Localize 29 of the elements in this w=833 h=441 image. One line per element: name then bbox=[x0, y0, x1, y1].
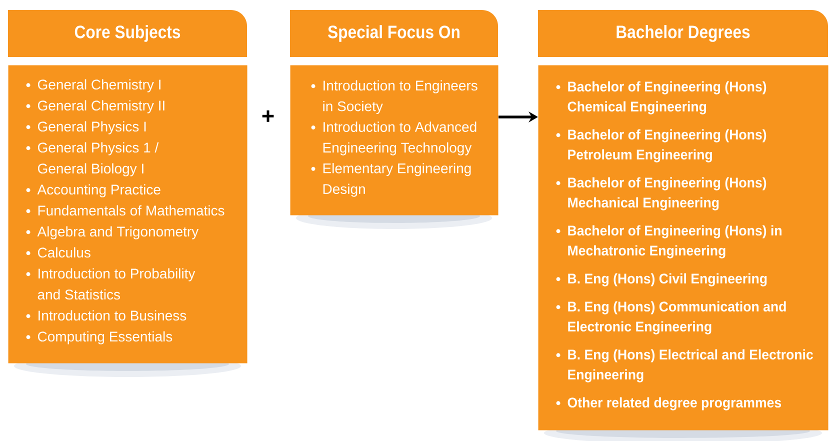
list-item: Other related degree programmes bbox=[568, 397, 782, 410]
list-item: Introduction to Business bbox=[38, 310, 186, 321]
header-box: Core Subjects bbox=[8, 10, 247, 57]
list-item: Bachelor of Engineering (Hons) in Mechatronic Engineering bbox=[568, 225, 782, 258]
list-item: Bachelor of Engineering (Hons) Mechanical Engineering bbox=[568, 177, 766, 210]
list-item: General Chemistry II bbox=[38, 100, 164, 114]
list-item: General Chemistry I bbox=[38, 79, 160, 92]
list-item: General Physics I bbox=[38, 121, 146, 134]
list-item: B. Eng (Hons) Civil Engineering bbox=[568, 273, 767, 286]
list-box bbox=[290, 65, 498, 216]
list-item: Introduction to Engineers in Society bbox=[323, 80, 478, 114]
list-item: Introduction to Probability and Statistics bbox=[38, 268, 196, 300]
plus-sign: + bbox=[262, 110, 274, 122]
list-item: Bachelor of Engineering (Hons) Chemical Engineering bbox=[568, 81, 766, 114]
list-box bbox=[8, 65, 248, 364]
list-item: Calculus bbox=[38, 247, 90, 258]
list-item: Introduction to Advanced Engineering Technology bbox=[323, 122, 476, 156]
list-item: General Physics 1 / General Biology I bbox=[38, 142, 159, 176]
list-item: B. Eng (Hons) Electrical and Electronic Engineering bbox=[568, 349, 813, 382]
list-box bbox=[538, 65, 828, 430]
list-item: Bachelor of Engineering (Hons) Petroleum Engineering bbox=[568, 129, 766, 162]
list-item: Elementary Engineering Design bbox=[323, 163, 471, 197]
list-item: Computing Essentials bbox=[38, 331, 172, 344]
header-box: Bachelor Degrees bbox=[538, 10, 828, 57]
list-item: Accounting Practice bbox=[37, 184, 160, 198]
header-box: Special Focus On bbox=[290, 10, 498, 57]
list-item: B. Eng (Hons) Communication and Electronic Engineering bbox=[568, 301, 786, 334]
list-item: Algebra and Trigonometry bbox=[37, 226, 199, 240]
list-item: Fundamentals of Mathematics bbox=[38, 205, 224, 216]
